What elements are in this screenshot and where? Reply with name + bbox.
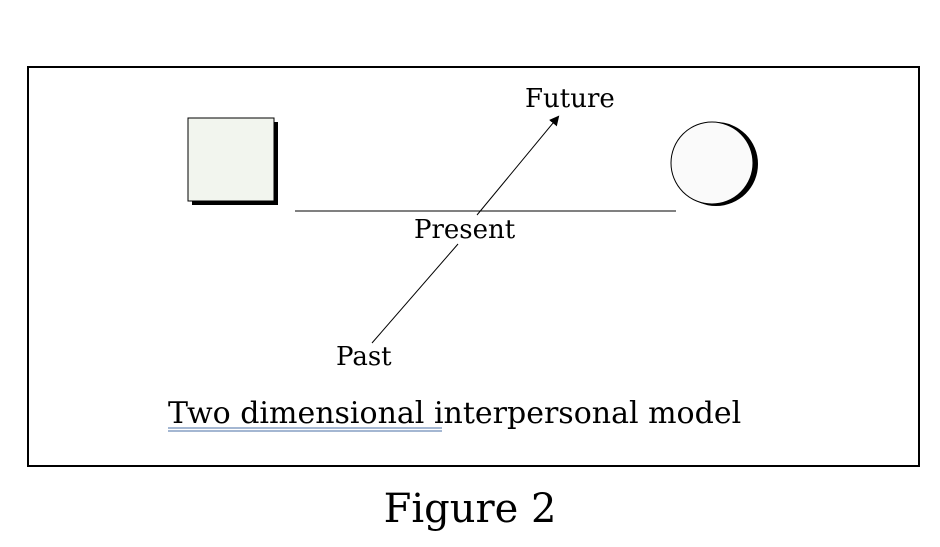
- future-label: Future: [525, 84, 615, 114]
- caption-underlined: Two dimensional: [168, 396, 424, 431]
- caption-rest: interpersonal model: [424, 396, 741, 431]
- diagram-caption: Two dimensional interpersonal model: [168, 396, 741, 431]
- time-arrow-lower: [371, 243, 459, 344]
- past-label: Past: [336, 342, 392, 372]
- figure-label: Figure 2: [384, 486, 557, 532]
- time-arrow-upper: [476, 115, 560, 216]
- square-icon: [187, 117, 278, 205]
- diagram-frame: [27, 66, 920, 467]
- present-label: Present: [414, 215, 516, 245]
- circle-icon: [670, 121, 758, 206]
